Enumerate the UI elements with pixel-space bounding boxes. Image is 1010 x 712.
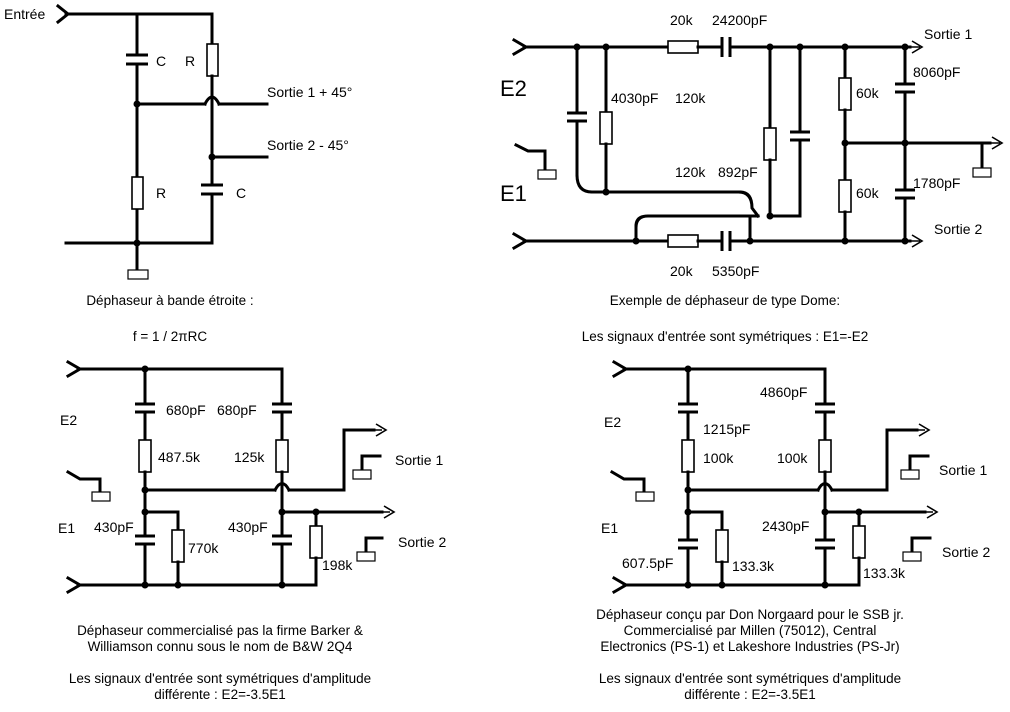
output-1-label: Sortie 1 [395, 452, 443, 468]
res-label: 198k [322, 557, 353, 573]
input-e2-label: E2 [604, 414, 621, 430]
cap-label: C [236, 185, 246, 201]
cap-label: 680pF [166, 402, 206, 418]
res-label: 60k [856, 85, 880, 101]
caption-formula: f = 1 / 2πRC [132, 329, 208, 344]
caption-note: Les signaux d'entrée sont symétriques d'… [68, 671, 372, 686]
cap-label: 5350pF [712, 263, 759, 279]
cap-label: 430pF [94, 519, 134, 535]
res-label: 133.3k [863, 565, 906, 581]
cap-label: 4030pF [611, 90, 658, 106]
cap-label: 607.5pF [622, 555, 673, 571]
cap-label: 8060pF [913, 64, 960, 80]
caption-line: Williamson connu sous le nom de B&W 2Q4 [87, 639, 353, 654]
caption-circuit3: Déphaseur commercialisé pas la firme Bar… [20, 623, 420, 703]
res-label: R [156, 185, 166, 201]
caption-circuit1: Déphaseur à bande étroite : f = 1 / 2πRC [20, 293, 320, 345]
res-label: 133.3k [732, 558, 775, 574]
input-e1-label: E1 [500, 181, 527, 206]
caption-line: Déphaseur conçu par Don Norgaard pour le… [596, 607, 904, 622]
output-2-label: Sortie 2 [934, 221, 982, 237]
res-label: 60k [856, 185, 880, 201]
input-e2-label: E2 [500, 76, 527, 101]
caption-line: Electronics (PS-1) et Lakeshore Industri… [600, 639, 900, 654]
cap-label: 4860pF [760, 384, 807, 400]
circuit-bw-2q4: E2 E1 680pF 680pF 487.5k 125k 430pF 770k… [58, 359, 446, 595]
input-e1-label: E1 [58, 520, 75, 536]
input-e1-label: E1 [601, 520, 618, 536]
circuit-dome: 20k 24200pF Sortie 1 E2 E1 4030pF 120k 1… [500, 12, 1004, 279]
output-2-label: Sortie 2 - 45° [267, 137, 349, 153]
cap-label: 430pF [228, 519, 268, 535]
res-label: 120k [675, 164, 706, 180]
circuit-norgaard: E2 E1 1215pF 4860pF 100k 100k 607.5pF 13… [601, 359, 990, 595]
caption-note: Les signaux d'entrée sont symétriques : … [581, 329, 869, 344]
res-label: 20k [670, 12, 694, 28]
res-label: R [185, 53, 195, 69]
res-label: 120k [675, 90, 706, 106]
caption-note: Les signaux d'entrée sont symétriques d'… [598, 671, 902, 686]
output-1-label: Sortie 1 [939, 462, 987, 478]
caption-line: Déphaseur commercialisé pas la firme Bar… [77, 623, 363, 638]
cap-label: C [156, 53, 166, 69]
input-label: Entrée [4, 6, 45, 22]
res-label: 100k [777, 450, 808, 466]
cap-label: 2430pF [762, 518, 809, 534]
res-label: 100k [703, 450, 734, 466]
cap-label: 1215pF [703, 421, 750, 437]
cap-label: 24200pF [712, 12, 767, 28]
cap-label: 1780pF [913, 175, 960, 191]
circuit-narrowband: Entrée C R Sortie 1 + 45° Sortie 2 - 45°… [4, 3, 352, 280]
caption-note: différente : E2=-3.5E1 [684, 687, 816, 702]
cap-label: 892pF [718, 164, 758, 180]
output-2-label: Sortie 2 [398, 534, 446, 550]
output-2-label: Sortie 2 [942, 544, 990, 560]
cap-label: 680pF [217, 402, 257, 418]
res-label: 20k [670, 263, 694, 279]
input-e2-label: E2 [60, 412, 77, 428]
caption-circuit4: Déphaseur conçu par Don Norgaard pour le… [545, 607, 955, 703]
res-label: 487.5k [158, 449, 201, 465]
output-1-label: Sortie 1 + 45° [267, 84, 352, 100]
caption-line: Commercialisé par Millen (75012), Centra… [623, 623, 877, 638]
caption-title: Déphaseur à bande étroite : [86, 293, 254, 308]
caption-title: Exemple de déphaseur de type Dome: [609, 293, 841, 308]
caption-circuit2: Exemple de déphaseur de type Dome: Les s… [520, 293, 930, 345]
res-label: 770k [188, 540, 219, 556]
output-1-label: Sortie 1 [924, 26, 972, 42]
caption-note: différente : E2=-3.5E1 [154, 687, 286, 702]
res-label: 125k [234, 449, 265, 465]
